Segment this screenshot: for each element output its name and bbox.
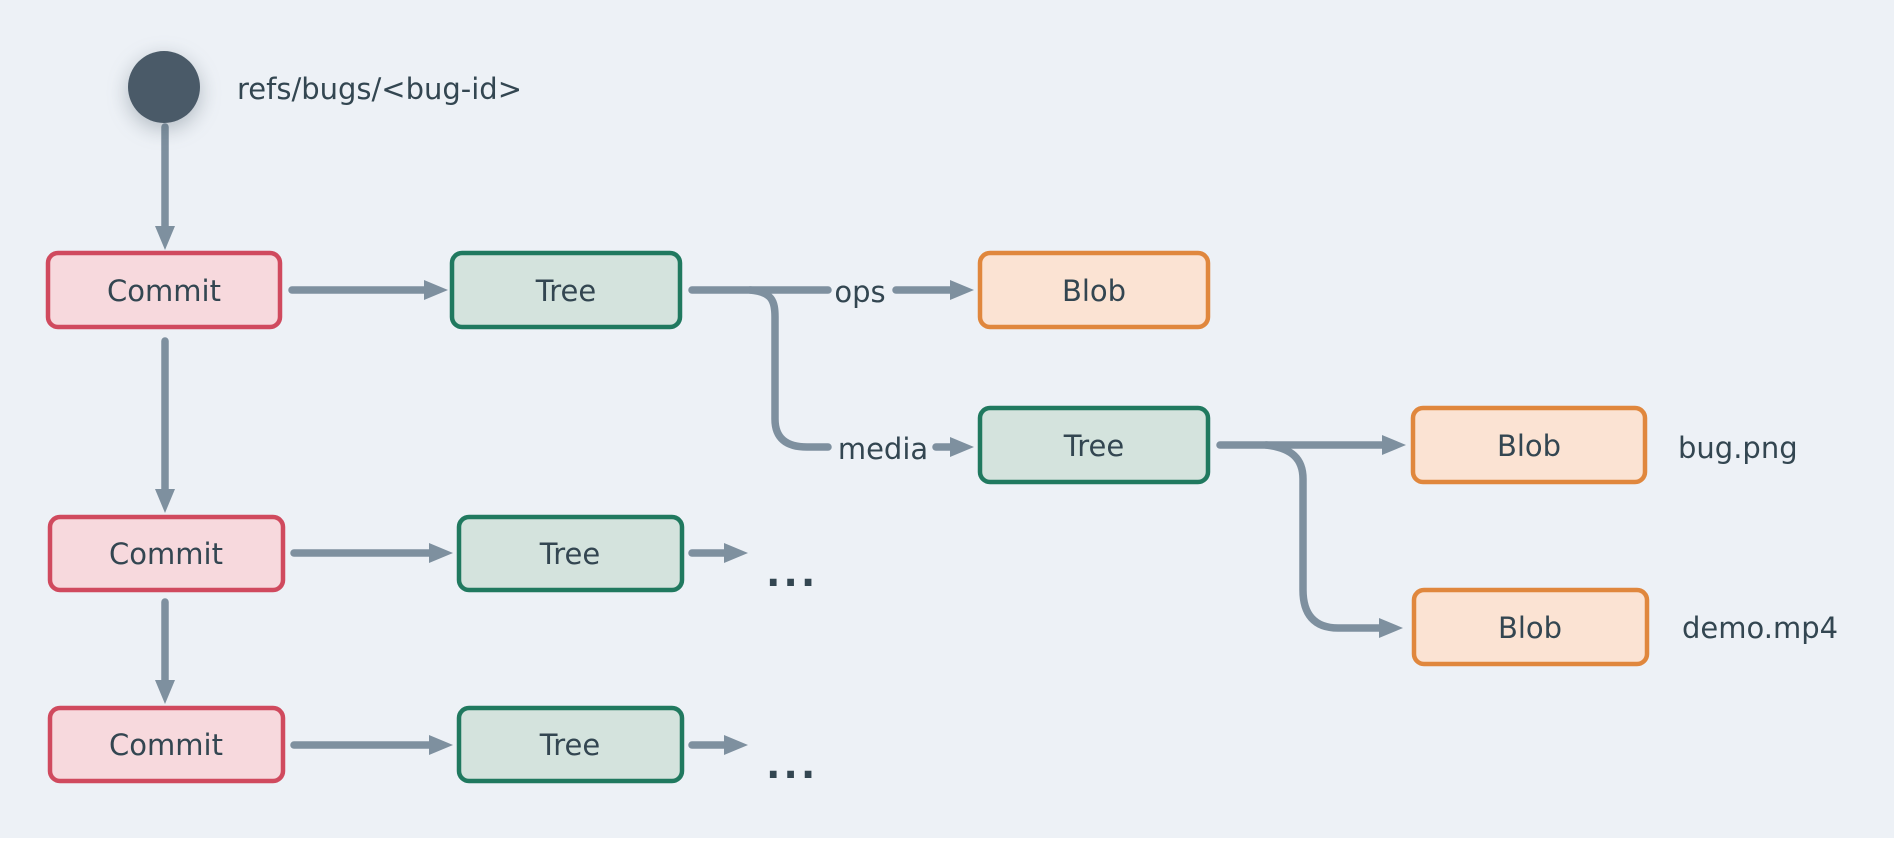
commit-node-2-box xyxy=(47,514,286,593)
blob-node-bug: Blob xyxy=(1410,405,1648,485)
tree-node-media-box xyxy=(977,405,1211,485)
blob-node-ops-label: Blob xyxy=(1062,274,1126,308)
blob-node-ops-box xyxy=(977,250,1211,330)
commit-node-1-label: Commit xyxy=(107,274,221,308)
line-tree-branch-to-media-label xyxy=(746,286,832,451)
blob-node-bug-label: Blob xyxy=(1497,429,1561,463)
edge-label-media: media xyxy=(838,432,928,466)
blob-node-demo: Blob xyxy=(1411,587,1650,667)
ref-label: refs/bugs/<bug-id> xyxy=(237,72,522,106)
commit-node-3: Commit xyxy=(47,705,286,784)
blob-node-demo-label: Blob xyxy=(1498,611,1562,645)
bottom-white-strip xyxy=(0,838,1894,844)
blob-node-demo-box xyxy=(1411,587,1650,667)
blob-node-ops: Blob xyxy=(977,250,1211,330)
ref-circle-icon xyxy=(128,51,200,123)
commit-node-3-box xyxy=(47,705,286,784)
commit-node-1: Commit xyxy=(45,250,283,330)
ellipsis-row3: ... xyxy=(766,743,818,787)
commit-node-2-label: Commit xyxy=(109,537,223,571)
tree-node-row2: Tree xyxy=(456,514,685,593)
ellipsis-row2: ... xyxy=(766,551,818,595)
arrow-mediatree-branch-to-demo-blob xyxy=(1262,441,1403,638)
commit-node-3-label: Commit xyxy=(109,728,223,762)
tree-node-row3-label: Tree xyxy=(539,728,600,762)
tree-node-media-label: Tree xyxy=(1063,429,1124,463)
edge-label-ops: ops xyxy=(834,275,885,309)
tree-node-row3-box xyxy=(456,705,685,784)
tree-node-root-label: Tree xyxy=(535,274,596,308)
commit-node-1-box xyxy=(45,250,283,330)
tree-node-row3: Tree xyxy=(456,705,685,784)
tree-node-row2-label: Tree xyxy=(539,537,600,571)
tree-node-root-box xyxy=(449,250,683,330)
tree-node-row2-box xyxy=(456,514,685,593)
file-label-demo-mp4: demo.mp4 xyxy=(1682,611,1838,645)
tree-node-media: Tree xyxy=(977,405,1211,485)
commit-node-2: Commit xyxy=(47,514,286,593)
tree-node-root: Tree xyxy=(449,250,683,330)
file-label-bug-png: bug.png xyxy=(1678,431,1798,465)
blob-node-bug-box xyxy=(1410,405,1648,485)
